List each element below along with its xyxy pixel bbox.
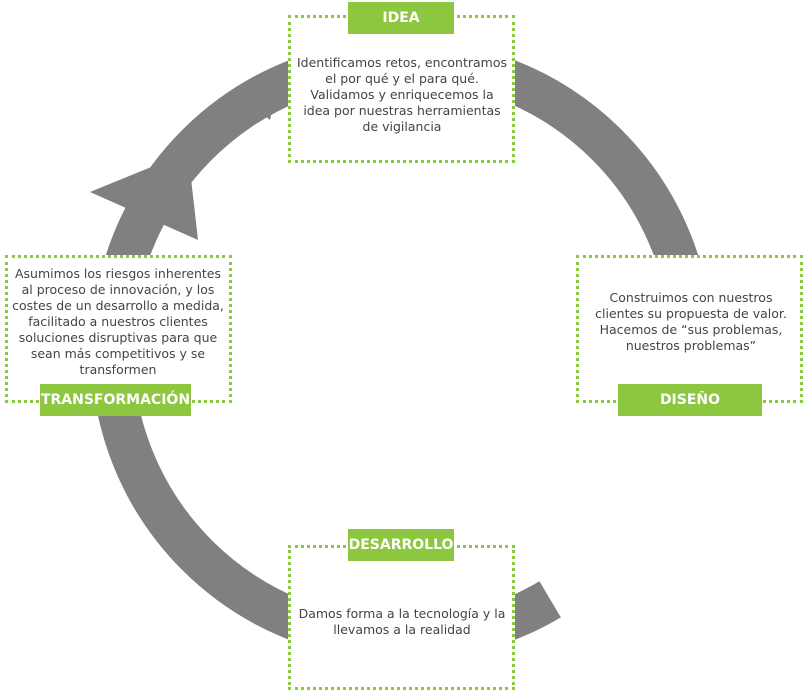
idea-description: Identificamos retos, encontramos el por … [297,55,507,134]
idea-box [288,15,515,163]
desarrollo-box [288,545,515,690]
transformacion-title: TRANSFORMACIÓN [40,384,191,416]
diseno-box [576,255,803,403]
desarrollo-title: DESARROLLO [348,529,454,561]
idea-title: IDEA [348,2,454,34]
transformacion-description: Asumimos los riesgos inherentes al proce… [12,266,224,377]
diseno-description: Construimos con nuestros clientes su pro… [595,290,787,353]
desarrollo-description: Damos forma a la tecnología y la llevamo… [298,606,506,637]
cycle-arrow-head [90,152,198,240]
cycle-ring-stub [240,66,282,120]
diseno-title: DISEÑO [618,384,762,416]
